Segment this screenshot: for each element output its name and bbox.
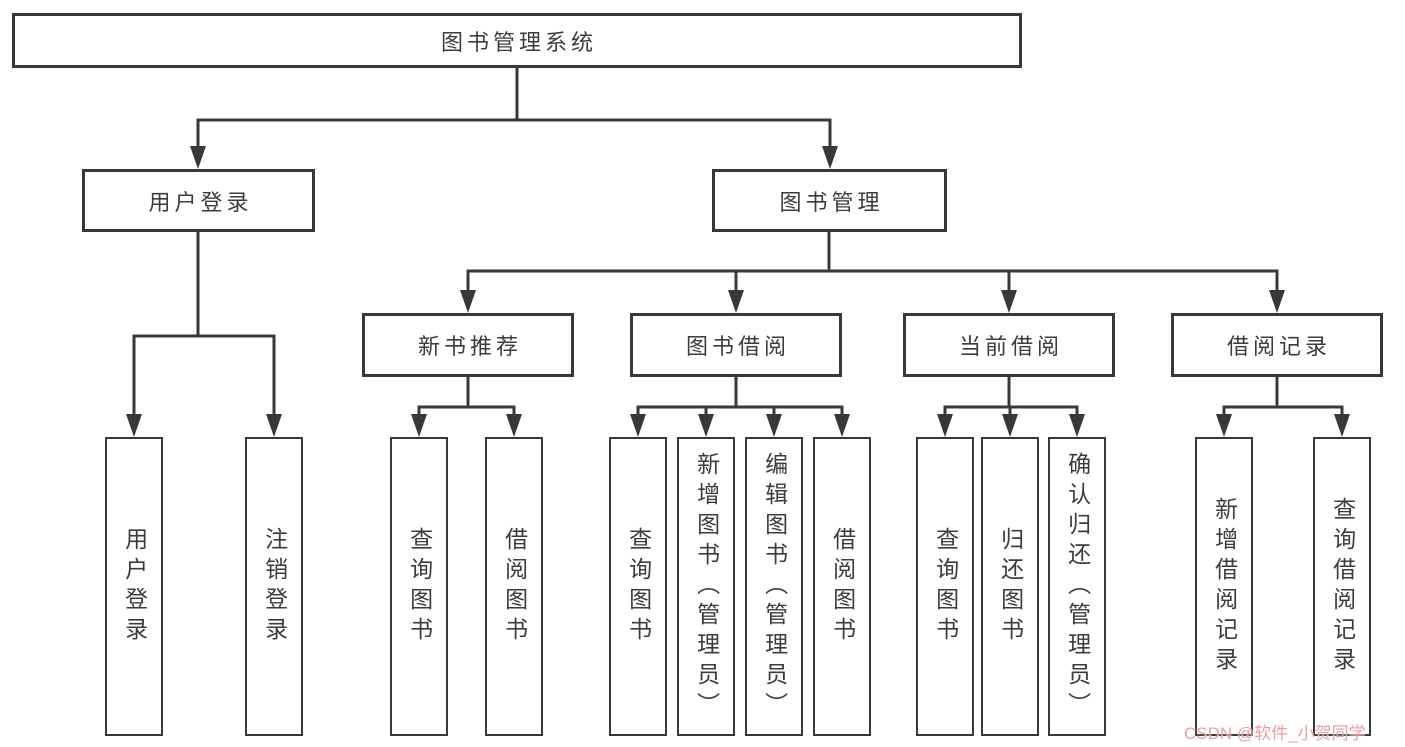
connector-book-borrowing <box>630 375 850 437</box>
leaf-label: 确认归还（管理员） <box>1064 451 1091 722</box>
node-label: 新书推荐 <box>417 334 522 359</box>
leaf-label: 编辑图书（管理员） <box>761 451 788 722</box>
node-book-borrowing: 图书借阅 <box>630 313 842 377</box>
arrowhead-icon <box>834 414 850 437</box>
arrowhead-icon <box>728 290 744 313</box>
arrowhead-icon <box>1069 414 1085 437</box>
connector-user-login <box>126 230 282 437</box>
leaf-label: 新增借阅记录 <box>1211 496 1238 677</box>
connector-new-book-recommendation <box>411 375 522 437</box>
leaf-add-book-admin: 新增图书（管理员） <box>677 437 735 736</box>
arrowhead-icon <box>266 414 282 437</box>
node-label: 图书管理 <box>779 189 884 215</box>
leaf-label: 借阅图书 <box>501 526 528 647</box>
arrowhead-icon <box>460 290 476 313</box>
leaf-edit-book-admin: 编辑图书（管理员） <box>745 437 803 736</box>
leaf-query-books-3: 查询图书 <box>916 437 974 736</box>
node-new-book-recommendation: 新书推荐 <box>362 313 574 377</box>
arrowhead-icon <box>630 414 646 437</box>
node-current-borrowing: 当前借阅 <box>903 313 1115 377</box>
arrowhead-icon <box>937 414 953 437</box>
leaf-label: 借阅图书 <box>829 526 856 647</box>
arrowhead-icon <box>1216 414 1232 437</box>
leaf-label: 查询图书 <box>932 526 959 647</box>
arrowhead-icon <box>1001 290 1017 313</box>
node-label: 当前借阅 <box>958 334 1063 359</box>
node-label: 用户登录 <box>148 189 253 215</box>
arrowhead-icon <box>1269 290 1285 313</box>
connector-borrowing-records <box>1216 375 1350 437</box>
arrowhead-icon <box>1334 414 1350 437</box>
leaf-logout: 注销登录 <box>245 437 303 736</box>
node-library-management-system: 图书管理系统 <box>12 13 1022 68</box>
leaf-return-book: 归还图书 <box>981 437 1039 736</box>
arrowhead-icon <box>126 414 142 437</box>
arrowhead-icon <box>822 146 838 169</box>
leaf-query-books-2: 查询图书 <box>609 437 667 736</box>
leaf-query-books-1: 查询图书 <box>390 437 448 736</box>
node-label: 图书管理系统 <box>440 29 597 55</box>
leaf-label: 新增图书（管理员） <box>693 451 720 722</box>
connector-current-borrowing <box>937 375 1085 437</box>
leaf-label: 用户登录 <box>121 526 148 647</box>
arrowhead-icon <box>698 414 714 437</box>
watermark: CSDN @软件_小贺同学 <box>1184 724 1366 743</box>
arrowhead-icon <box>506 414 522 437</box>
leaf-label: 查询图书 <box>406 526 433 647</box>
leaf-label: 查询借阅记录 <box>1329 496 1356 677</box>
leaf-add-borrow-record: 新增借阅记录 <box>1195 437 1253 736</box>
leaf-label: 归还图书 <box>997 526 1024 647</box>
arrowhead-icon <box>190 146 206 169</box>
node-label: 图书借阅 <box>685 334 790 359</box>
arrowhead-icon <box>411 414 427 437</box>
arrowhead-icon <box>766 414 782 437</box>
connector-book-management <box>460 230 1285 313</box>
leaf-user-login: 用户登录 <box>105 437 163 736</box>
node-book-management: 图书管理 <box>712 169 947 232</box>
node-user-login: 用户登录 <box>82 169 315 232</box>
node-borrowing-records: 借阅记录 <box>1171 313 1383 377</box>
leaf-query-borrow-record: 查询借阅记录 <box>1313 437 1371 736</box>
leaf-borrow-books-2: 借阅图书 <box>813 437 871 736</box>
arrowhead-icon <box>1002 414 1018 437</box>
leaf-label: 查询图书 <box>625 526 652 647</box>
node-label: 借阅记录 <box>1226 334 1331 359</box>
leaf-borrow-books-1: 借阅图书 <box>485 437 543 736</box>
leaf-confirm-return-admin: 确认归还（管理员） <box>1048 437 1106 736</box>
leaf-label: 注销登录 <box>261 526 288 647</box>
connector-root <box>190 66 838 169</box>
